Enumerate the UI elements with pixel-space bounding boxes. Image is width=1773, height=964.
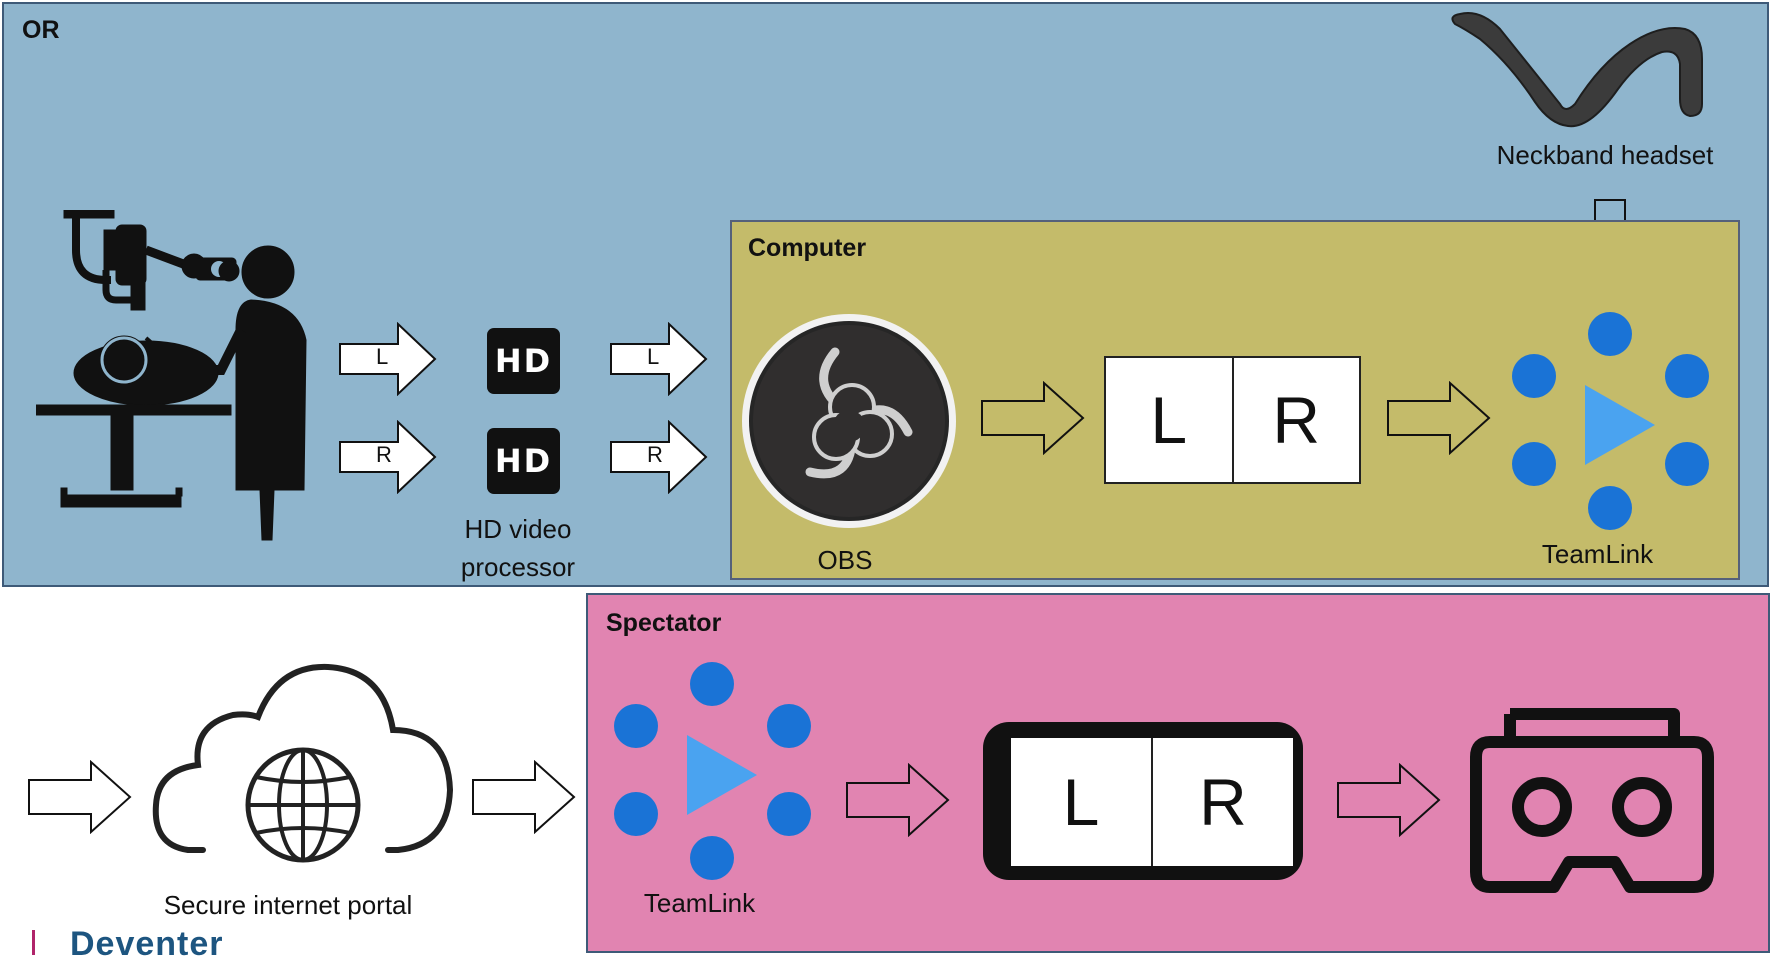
arrow-to-portal [27,760,133,834]
phone-stereo-left-label: L [1011,738,1153,866]
obs-logo-icon [740,312,958,535]
teamlink-caption-spectator: TeamLink [643,888,756,918]
teamlink-icon-spectator [612,660,812,890]
stereo-right-label: R [1272,383,1321,457]
arrow-left-channel-2: L [609,322,709,396]
arrow-label-l-2: L [647,344,660,369]
phone-stereo-right-label: R [1199,765,1247,839]
neckband-caption: Neckband headset [1496,140,1714,170]
arrow-label-r-2: R [647,442,663,467]
arrow-teamlink-to-phone [845,763,951,837]
vr-headset-icon [1470,702,1714,907]
surgeon-microscope-icon [35,209,316,550]
smartphone-icon: L R [983,722,1303,880]
or-region-title: OR [22,16,60,44]
teamlink-icon-computer [1510,310,1710,540]
stereo-left-label: L [1106,358,1234,482]
arrow-right-channel-1: R [338,420,438,494]
deventer-logo: Deventer [70,925,224,963]
arrow-label-l: L [376,344,389,369]
teamlink-caption-computer: TeamLink [1541,539,1654,569]
hd-processor-caption: HD video processor [448,510,588,586]
arrow-label-r: R [376,442,392,467]
arrow-phone-to-vr [1336,763,1442,837]
computer-region-title: Computer [748,234,867,262]
hd-caption-line2: processor [460,552,576,582]
arrow-right-channel-2: R [609,420,709,494]
arrow-stereo-to-teamlink [1386,381,1492,455]
phone-screen: L R [1011,738,1293,866]
stereo-frame-computer: L R [1104,356,1361,484]
obs-caption: OBS [817,545,873,575]
hd-icon-right: HD [487,428,560,494]
neckband-headset-icon [1440,4,1710,134]
spectator-region-title: Spectator [606,609,722,637]
hd-icon-left: HD [487,328,560,394]
arrow-obs-to-stereo [980,381,1086,455]
logo-bar [32,930,35,955]
hd-caption-line1: HD video [464,514,572,544]
portal-caption: Secure internet portal [163,890,413,920]
cloud-globe-icon [148,655,458,890]
arrow-left-channel-1: L [338,322,438,396]
arrow-portal-to-spectator [471,760,577,834]
